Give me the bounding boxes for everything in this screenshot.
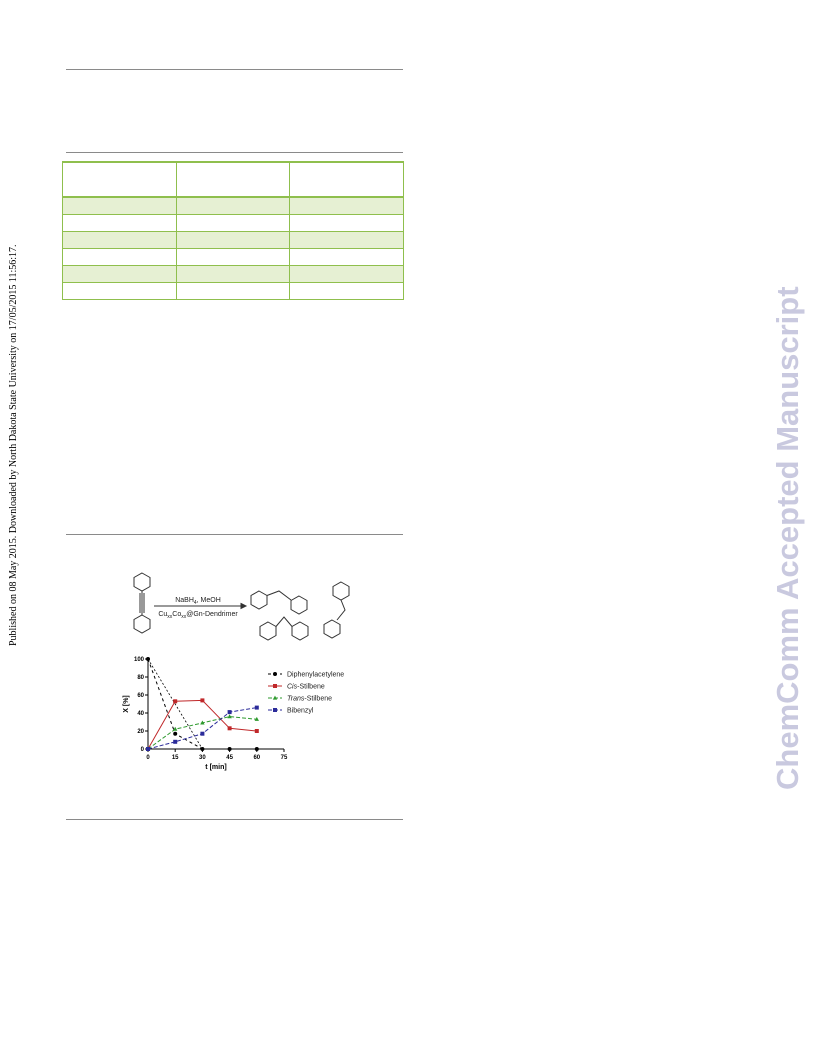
x-tick-label: 60 (253, 755, 260, 761)
bibenzyl-structure (323, 581, 350, 639)
data-point (254, 747, 259, 751)
y-tick-label: 80 (137, 675, 144, 681)
table-top-rule (66, 152, 403, 153)
y-tick-label: 60 (137, 693, 144, 699)
data-table (62, 161, 404, 300)
table-row (62, 265, 404, 283)
y-tick-label: 20 (137, 729, 144, 735)
x-tick-label: 45 (226, 755, 233, 761)
trans-stilbene-structure (250, 590, 308, 615)
data-point (254, 729, 259, 733)
series-line (147, 699, 257, 750)
top-rule (66, 69, 403, 70)
table-header-cell (62, 161, 177, 198)
figure-bottom-rule (66, 819, 403, 820)
arrow-head (240, 602, 248, 610)
y-tick-label: 40 (137, 711, 144, 717)
x-axis-label: t [min] (205, 764, 226, 771)
reaction-scheme (133, 572, 350, 641)
data-point (227, 710, 232, 715)
data-point (227, 747, 232, 751)
data-point (227, 714, 232, 719)
cis-stilbene-structure (259, 616, 309, 641)
data-point (173, 726, 178, 731)
reagent-label: NaBH4, MeOH (175, 597, 221, 606)
data-point (173, 739, 178, 744)
table-cell (289, 265, 404, 283)
table-cell (62, 196, 177, 215)
table-cell (62, 231, 177, 249)
kinetics-chart: 0 15 30 45 60 75 0 20 40 60 80 100 t [min] X [%] Diphe… (123, 657, 344, 771)
table-cell (289, 231, 404, 249)
catalyst-label: CuxxCoxx@Gn-Dendrimer (158, 611, 238, 620)
data-point (173, 731, 178, 736)
table-cell (289, 282, 404, 300)
data-point (254, 716, 259, 721)
x-tick-label: 0 (146, 755, 150, 761)
table-row (62, 282, 404, 300)
x-tick-label: 30 (199, 755, 206, 761)
figure-top-rule (66, 534, 403, 535)
data-point (146, 657, 150, 661)
legend-marker (273, 672, 277, 676)
data-point (200, 731, 205, 736)
legend-marker (273, 684, 277, 688)
diphenylacetylene-structure (133, 572, 151, 634)
legend-label: Diphenylacetylene (287, 672, 344, 679)
legend-label: Cis-Stilbene (287, 684, 325, 691)
data-point (200, 698, 205, 703)
table-header-cell (289, 161, 404, 198)
data-point (227, 726, 232, 731)
table-row (62, 214, 404, 232)
legend-marker (272, 695, 278, 700)
x-tick-label: 75 (281, 755, 288, 761)
data-point (254, 705, 259, 710)
data-point (173, 699, 178, 704)
y-tick-label: 100 (134, 657, 145, 663)
data-point (200, 720, 205, 725)
table-cell (62, 265, 177, 283)
y-axis-label: X [%] (123, 695, 130, 713)
table-cell (175, 231, 291, 249)
guide-line (147, 658, 203, 750)
table-header-cell (175, 161, 291, 198)
table-header-row (62, 161, 404, 198)
table-row (62, 231, 404, 249)
legend-label: Bibenzyl (287, 708, 314, 715)
series-line (147, 707, 257, 750)
data-point (200, 747, 205, 751)
table-cell (289, 196, 404, 215)
y-tick-label: 0 (141, 747, 145, 753)
data-point (146, 747, 150, 751)
legend-marker (273, 708, 277, 712)
table-cell (175, 265, 291, 283)
legend-label: Trans-Stilbene (287, 696, 332, 703)
x-tick-label: 15 (172, 755, 179, 761)
